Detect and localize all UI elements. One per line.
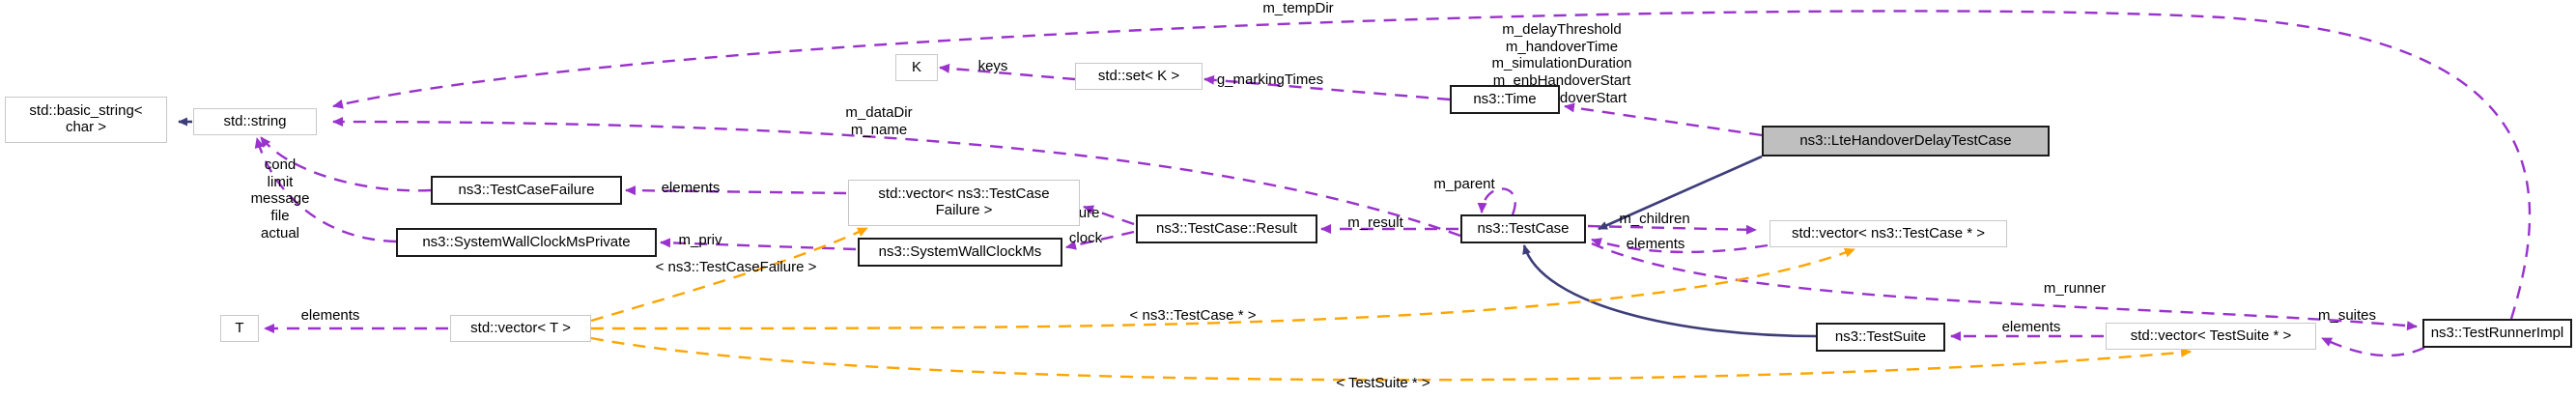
edge-label-keys: keys xyxy=(977,58,1008,74)
edge-label-g-markingtimes: g_markingTimes xyxy=(1216,71,1324,88)
edge-label-m-children: m_children xyxy=(1619,211,1690,227)
node-std-set-k[interactable]: std::set< K > xyxy=(1075,63,1203,90)
node-std-vector-ns3-testcasefailure[interactable]: std::vector< ns3::TestCase Failure > xyxy=(848,180,1080,226)
edge-label-tpl-testcase: < ns3::TestCase * > xyxy=(1129,307,1257,324)
node-ns3-testcase[interactable]: ns3::TestCase xyxy=(1460,214,1586,243)
template-edges xyxy=(590,226,2192,382)
edge-label-elements-failure: elements xyxy=(661,180,721,196)
node-std-vector-t[interactable]: std::vector< T > xyxy=(450,315,591,342)
node-ns3-systemwallclockmsprivate[interactable]: ns3::SystemWallClockMsPrivate xyxy=(396,228,657,257)
node-ns3-testrunnerimpl[interactable]: ns3::TestRunnerImpl xyxy=(2422,319,2572,348)
node-ns3-systemwallclockms[interactable]: ns3::SystemWallClockMs xyxy=(858,238,1062,267)
edge-label-m-result: m_result xyxy=(1347,214,1403,231)
node-k[interactable]: K xyxy=(895,54,938,81)
node-ns3-time[interactable]: ns3::Time xyxy=(1450,85,1560,114)
edge-m-suites xyxy=(2321,336,2425,357)
node-ns3-testsuite[interactable]: ns3::TestSuite xyxy=(1816,323,1945,352)
edge-label-tpl-tcfailure: < ns3::TestCaseFailure > xyxy=(655,259,817,275)
edge-label-elements-testsuite: elements xyxy=(2001,319,2061,335)
node-ns3-ltehandoverdelaytestcase[interactable]: ns3::LteHandoverDelayTestCase xyxy=(1762,126,2050,156)
edge-tpl-testsuite xyxy=(590,336,2192,382)
edge-label-m-priv: m_priv xyxy=(678,232,722,248)
edge-label-cond-group: cond limit message file actual xyxy=(250,156,310,242)
edge-label-tpl-testsuite: < TestSuite * > xyxy=(1336,375,1430,391)
edge-time-fields xyxy=(1564,102,1763,137)
node-std-vector-ns3-testcase-ptr[interactable]: std::vector< ns3::TestCase * > xyxy=(1769,220,2007,247)
edge-label-m-datadir-name: m_dataDir m_name xyxy=(845,104,913,138)
edge-label-m-runner: m_runner xyxy=(2043,280,2107,297)
node-t[interactable]: T xyxy=(220,315,259,342)
edge-label-m-parent: m_parent xyxy=(1433,176,1495,192)
edge-label-elements-testcase: elements xyxy=(1626,236,1685,252)
edge-label-elements-t: elements xyxy=(300,307,360,324)
node-std-vector-testsuite-ptr[interactable]: std::vector< TestSuite * > xyxy=(2106,323,2316,350)
node-ns3-testcasefailure[interactable]: ns3::TestCaseFailure xyxy=(431,176,622,205)
edge-testsuite-to-testcase xyxy=(1522,244,1817,338)
node-std-string[interactable]: std::string xyxy=(193,108,317,135)
node-ns3-testcase-result[interactable]: ns3::TestCase::Result xyxy=(1136,214,1317,243)
edge-label-m-tempdir: m_tempDir xyxy=(1262,0,1334,16)
node-std-basic-string[interactable]: std::basic_string< char > xyxy=(5,97,167,143)
